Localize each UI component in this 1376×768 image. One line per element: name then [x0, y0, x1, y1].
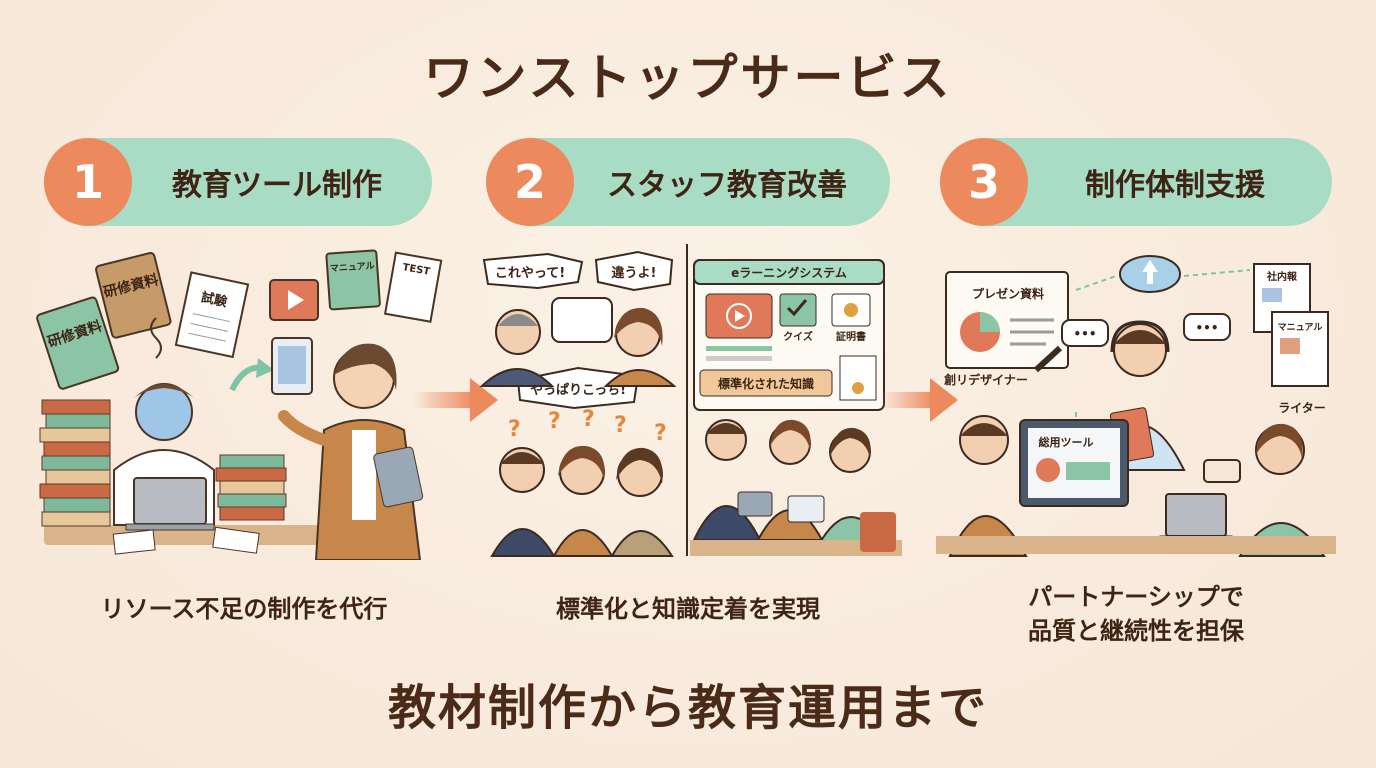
senior-man	[479, 309, 555, 387]
elearning-panel: eラーニングシステム クイズ 証明書 標準化された知識	[693, 259, 885, 411]
speech-bubble-actually: やっぱりこっち!	[516, 366, 640, 410]
video-icon	[269, 279, 319, 321]
client-man	[948, 415, 1028, 557]
quiz-label: クイズ	[783, 330, 813, 343]
speech-bubble-actually-text: やっぱりこっち!	[530, 382, 626, 398]
book-stack-left	[39, 399, 111, 527]
presentation-board: プレゼン資料	[945, 271, 1069, 369]
illustration-tool-creation: 研修資料 研修資料 試験 マニュアル TEST	[36, 249, 443, 560]
question-mark-icon: ?	[654, 421, 667, 446]
illustration-confusion: これやって! 違うよ! やっぱりこっち! ? ? ? ? ?	[479, 250, 677, 557]
question-mark-icon: ?	[614, 413, 627, 438]
desk	[936, 536, 1336, 554]
speech-bubble-this-text: これやって!	[495, 266, 565, 281]
book-training-2: 研修資料	[95, 252, 172, 339]
step-3-caption-line-2: 品質と継続性を担保	[1028, 617, 1244, 645]
step-3-caption: パートナーシップで 品質と継続性を担保	[940, 580, 1332, 648]
elearning-title: eラーニングシステム	[731, 265, 847, 280]
chat-bubble-icon	[1203, 459, 1241, 483]
book-stack-right	[215, 454, 287, 521]
exam-document: 試験	[174, 271, 250, 359]
certificate-label: 証明書	[836, 330, 866, 343]
speech-bubble-murmur	[551, 297, 613, 343]
tool-label: 総用ツール	[1039, 435, 1094, 449]
page-title: ワンストップサービス	[423, 49, 953, 107]
writer-label: ライター	[1278, 401, 1326, 415]
senior-woman	[603, 307, 677, 387]
step-2-pill: 2 スタッフ教育改善	[486, 138, 890, 226]
speech-bubble-this: これやって!	[482, 252, 584, 290]
arrow-head-icon	[256, 358, 274, 378]
page-subtitle: 教材制作から教育運用まで	[387, 680, 988, 736]
newsletter-label: 社内報	[1266, 270, 1298, 283]
illustration-production-support: プレゼン資料 創リデザイナー 社内報 マニュアル ライター ••• •••	[936, 255, 1336, 557]
chat-bubble-icon	[1061, 319, 1109, 347]
manual-book-label: マニュアル	[330, 260, 375, 274]
test-sheet: TEST	[383, 251, 443, 323]
exam-document-label: 試験	[200, 289, 230, 310]
question-mark-icon: ?	[548, 409, 561, 434]
standard-knowledge-label: 標準化された知識	[718, 376, 814, 391]
step-3-caption-line-1: パートナーシップで	[1028, 583, 1244, 611]
tablet-icon	[271, 337, 313, 395]
step-2-caption: 標準化と知識定着を実現	[556, 595, 820, 623]
step-1-pill: 1 教育ツール制作	[44, 138, 432, 226]
trained-staff	[690, 419, 902, 556]
question-mark-icon: ?	[508, 417, 521, 442]
step-2-label: スタッフ教育改善	[607, 168, 847, 203]
manual-book: マニュアル	[325, 249, 381, 311]
paper-on-desk	[112, 529, 156, 555]
pen-icon	[1033, 345, 1063, 373]
designer-label: 創リデザイナー	[943, 372, 1028, 387]
chat-dots-icon: •••	[1073, 327, 1096, 341]
test-sheet-label: TEST	[402, 262, 431, 278]
laptop	[1159, 493, 1233, 542]
step-1-caption: リソース不足の制作を代行	[100, 595, 388, 623]
confused-staff	[490, 445, 674, 557]
book-training-1: 研修資料	[36, 296, 120, 390]
manual-label: マニュアル	[1278, 322, 1323, 333]
chat-bubble-icon	[1183, 313, 1231, 341]
step-3-pill: 3 制作体制支援	[940, 138, 1332, 226]
step-3-label: 制作体制支援	[1085, 168, 1265, 203]
illustration-elearning: eラーニングシステム クイズ 証明書 標準化された知識	[690, 259, 902, 556]
paper-on-desk	[212, 526, 260, 554]
manual-document: マニュアル	[1271, 311, 1329, 387]
speech-bubble-wrong: 違うよ!	[594, 250, 674, 292]
question-mark-icon: ?	[582, 407, 595, 432]
arrow-step1-to-2-icon	[412, 378, 498, 422]
step-1-number: 1	[44, 138, 132, 226]
step-1-label: 教育ツール制作	[172, 168, 382, 203]
presentation-label: プレゼン資料	[972, 286, 1044, 301]
step-3-number: 3	[940, 138, 1028, 226]
tool-monitor: 総用ツール	[1019, 419, 1129, 507]
step-2-number: 2	[486, 138, 574, 226]
divider	[686, 244, 688, 556]
arrow-step2-to-3-icon	[880, 378, 958, 422]
laptop	[125, 477, 215, 531]
cloud-upload-icon	[1119, 255, 1181, 293]
chat-dots-icon: •••	[1195, 321, 1218, 335]
speech-bubble-wrong-text: 違うよ!	[612, 265, 657, 281]
helpful-woman	[278, 343, 424, 560]
